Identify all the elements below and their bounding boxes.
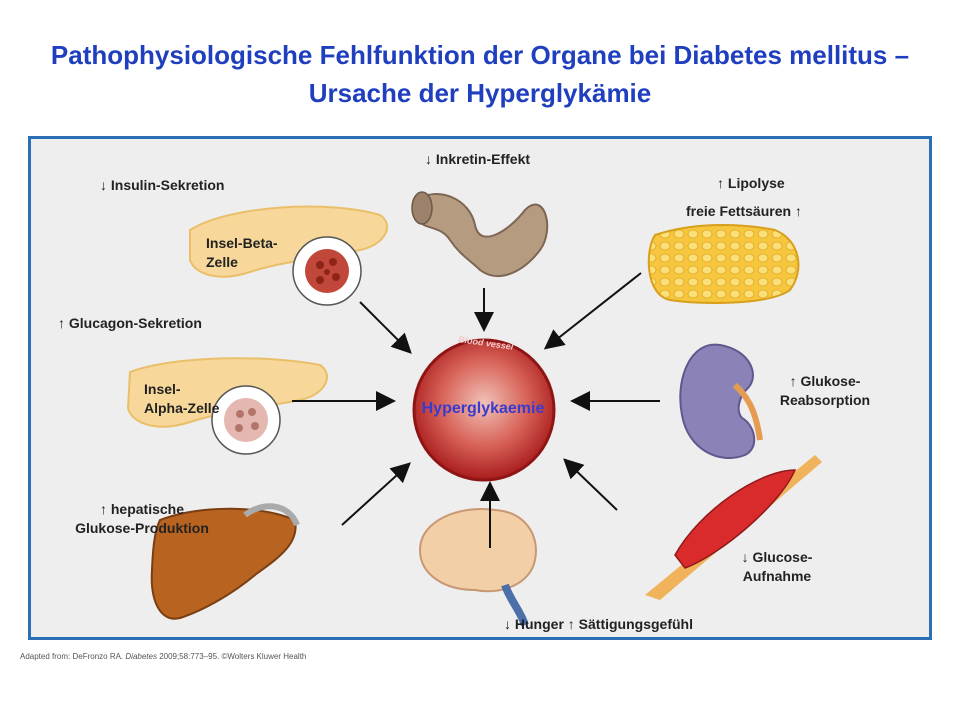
pancreas-beta-icon [189, 205, 389, 278]
insulin-secretion-label: ↓ Insulin-Sekretion [100, 177, 225, 193]
source-citation: Adapted from: DeFronzo RA. Diabetes 2009… [20, 652, 306, 661]
liver-icon [150, 507, 297, 620]
source-prefix: Adapted from: DeFronzo RA. [20, 652, 126, 661]
glucagon-secretion-label: ↑ Glucagon-Sekretion [58, 315, 202, 331]
hepatic-glucose-production-label-line1: ↑ hepatische [99, 501, 185, 517]
source-journal: Diabetes [125, 652, 157, 661]
free-fatty-acids-label: freie Fettsäuren ↑ [686, 203, 802, 219]
glucose-uptake-label-line2: Aufnahme [742, 568, 812, 584]
arrow-muscle-to-center [563, 458, 618, 511]
fat-tissue-icon [647, 224, 800, 304]
glucose-reabsorption-label-line2: Reabsorption [779, 392, 871, 408]
arrow-fat-to-center [543, 272, 642, 350]
source-suffix: 2009;58:773–95. ©Wolters Kluwer Health [156, 652, 307, 661]
kidney-icon [679, 343, 756, 460]
brain-icon [418, 508, 537, 593]
intestine-icon [413, 193, 549, 277]
glucose-reabsorption-label-line1: ↑ Glukose- [789, 373, 861, 389]
arrow-beta-to-center [359, 301, 412, 354]
page-title: Pathophysiologische Fehlfunktion der Org… [50, 40, 910, 108]
beta-cell-label-line1: Insel-Beta- [206, 235, 278, 251]
incretin-effect-label: ↓ Inkretin-Effekt [425, 151, 531, 167]
arrow-liver-to-center [341, 462, 411, 526]
hyperglykaemie-label: Hyperglykaemie [421, 400, 545, 417]
glucose-uptake-label-line1: ↓ Glucose- [741, 549, 813, 565]
alpha-cell-label-line1: Insel- [144, 381, 181, 397]
hepatic-glucose-production-label-line2: Glukose-Produktion [75, 520, 209, 536]
blood-vessel-icon [414, 340, 554, 480]
alpha-cell-label-line2: Alpha-Zelle [144, 400, 220, 416]
beta-cell-label-line2: Zelle [206, 254, 238, 270]
hunger-satiety-label: ↓ Hunger ↑ Sättigungsgefühl [504, 616, 693, 632]
lipolysis-label: ↑ Lipolyse [717, 175, 785, 191]
